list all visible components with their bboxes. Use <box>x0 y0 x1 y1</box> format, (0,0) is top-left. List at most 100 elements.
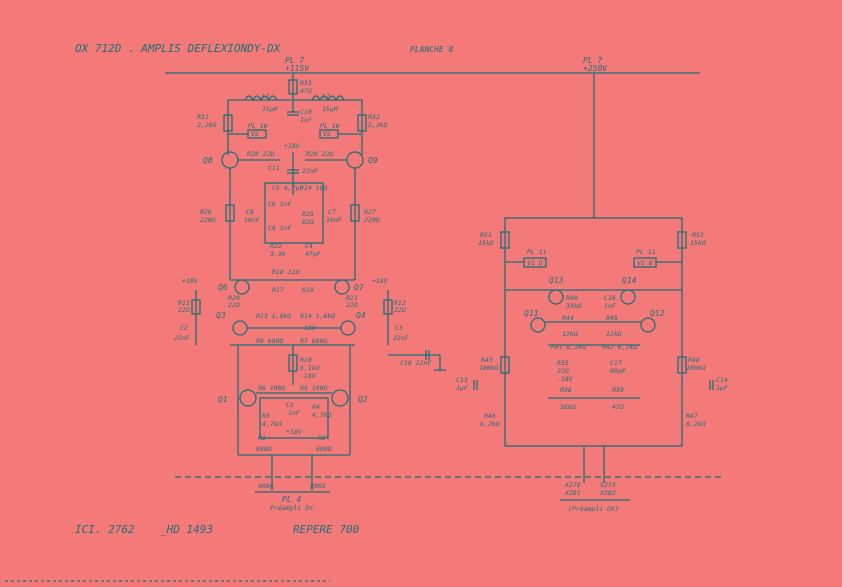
transistor-q13 <box>548 289 564 305</box>
label-c2: C2 <box>180 324 188 332</box>
value-r4: 4,7kΩ <box>312 411 332 419</box>
label-r47: R47 <box>686 412 698 420</box>
label-preampli-dy: Préampli DY <box>270 504 314 512</box>
value-c10: 1nF <box>300 116 312 124</box>
label-q4: Q4 <box>356 311 366 320</box>
label-r51: R51 <box>480 231 492 239</box>
transistor-q6 <box>234 279 250 295</box>
label-r5: R5 100Ω <box>300 384 327 392</box>
label-r45: R45 <box>606 314 618 322</box>
value-r52: 15kΩ <box>690 239 706 247</box>
label-c3: C3 <box>395 324 403 332</box>
label-r3: R3 <box>262 412 270 420</box>
emitter-network <box>259 397 329 439</box>
label-r39: R39 <box>612 386 624 394</box>
label-c5: C5 4,7pF <box>272 184 303 192</box>
value-r31: 2,2kΩ <box>197 121 217 129</box>
label-x004: X004 <box>257 482 274 490</box>
label-r21: R21 <box>346 294 358 302</box>
ref-mid: _HD 1493 <box>160 523 213 536</box>
value-r2: 680Ω <box>316 445 332 453</box>
label-r33: R33 <box>300 79 312 87</box>
label-q1: Q1 <box>218 395 228 404</box>
label-r29: R29 22Ω <box>306 150 333 158</box>
value-r20: 22Ω <box>228 301 240 309</box>
label-r28: R28 22Ω <box>247 150 274 158</box>
value-r3: 4,7kΩ <box>262 420 282 428</box>
label-c17: C17 <box>610 359 622 367</box>
label-r17: R17 <box>272 286 284 294</box>
value-r21: 22Ω <box>346 301 358 309</box>
sheet-number: PLANCHE 8 <box>410 45 454 54</box>
value-r33: 47Ω <box>300 87 312 95</box>
label-c13: C13 <box>456 376 468 384</box>
label-plus18-a: +18V <box>182 277 199 285</box>
label-pl10b: PL 10 <box>320 122 340 130</box>
value-r32: 2,2kΩ <box>368 121 388 129</box>
value-r51: 15kΩ <box>478 239 494 247</box>
value-r46: 6,2kΩ <box>480 420 500 428</box>
resistor-r52 <box>677 231 687 249</box>
label-pl11a: PL 11 <box>527 248 547 256</box>
resistor-r27 <box>350 204 360 222</box>
transistor-q9 <box>346 151 364 169</box>
label-q11: Q11 <box>524 309 538 318</box>
label-r35: R35 <box>557 359 569 367</box>
value-r26: 220Ω <box>200 216 216 224</box>
value-c1: 1nF <box>288 409 300 417</box>
label-q12: Q12 <box>650 309 665 318</box>
value-l1: 15μH <box>262 105 278 113</box>
resistor-r48 <box>677 356 687 374</box>
resistor-r31 <box>223 114 233 132</box>
label-l2: L2 <box>322 92 330 100</box>
label-minus18-b: -18V <box>300 372 317 380</box>
label-r32: R32 <box>368 113 380 121</box>
inductor-l2 <box>311 95 345 102</box>
label-r18: R18 22Ω <box>272 268 299 276</box>
label-q6: Q6 <box>218 283 228 292</box>
label-r27: R27 <box>364 208 376 216</box>
label-x278: X278 <box>564 481 581 489</box>
pl7-left-label: PL 7 <box>285 56 304 65</box>
label-r46: R46 <box>484 412 496 420</box>
value-r38: 56kΩ <box>560 403 576 411</box>
inductor-l1 <box>244 95 278 102</box>
resistor-r33 <box>288 79 298 95</box>
label-c4: C4 <box>305 242 313 250</box>
label-r20: R20 <box>228 294 240 302</box>
label-l1: L1 <box>262 92 270 100</box>
value-c17: 68pF <box>610 367 626 375</box>
value-r45: 12kΩ <box>606 330 622 338</box>
value-r11: 22Ω <box>178 306 190 314</box>
label-x273: X273 <box>599 481 616 489</box>
resistor-r32 <box>357 114 367 132</box>
value-r12: 22Ω <box>394 306 406 314</box>
label-r41-top: R41 6,2kΩ <box>551 343 586 351</box>
ref-right: REPERE 700 <box>293 523 360 536</box>
label-c8b: C8 <box>246 208 254 216</box>
value-r1: 680Ω <box>256 445 272 453</box>
label-c18: C18 22nF <box>400 359 431 367</box>
pl7-right-label: PL 7 <box>583 56 602 65</box>
label-r26: R26 <box>200 208 212 216</box>
label-r25: R25 <box>302 210 314 218</box>
resistor-r12 <box>383 299 393 315</box>
pl7-left-voltage: +115V <box>285 64 310 73</box>
label-c7: C7 <box>328 208 336 216</box>
label-r24: R24 10Ω <box>300 184 327 192</box>
label-r38: R38 <box>560 386 572 394</box>
label-preampli-dx: (Préampli DX) <box>568 505 619 513</box>
label-r22: R22 <box>270 242 282 250</box>
value-r48: 100kΩ <box>686 364 706 372</box>
pl7-right-voltage: +250V <box>583 64 608 73</box>
label-r10: R10 <box>300 356 312 364</box>
label-pl4: PL 4 <box>282 495 301 504</box>
label-r13: R13 1,6kΩ <box>256 312 291 320</box>
value-r10: 5,1kΩ <box>300 364 320 372</box>
label-r1: R1 <box>258 434 266 442</box>
resistor-r26 <box>225 204 235 222</box>
value-l2: 15μH <box>322 105 338 113</box>
label-q9: Q9 <box>368 156 378 165</box>
value-r40: 33kΩ <box>565 302 582 310</box>
